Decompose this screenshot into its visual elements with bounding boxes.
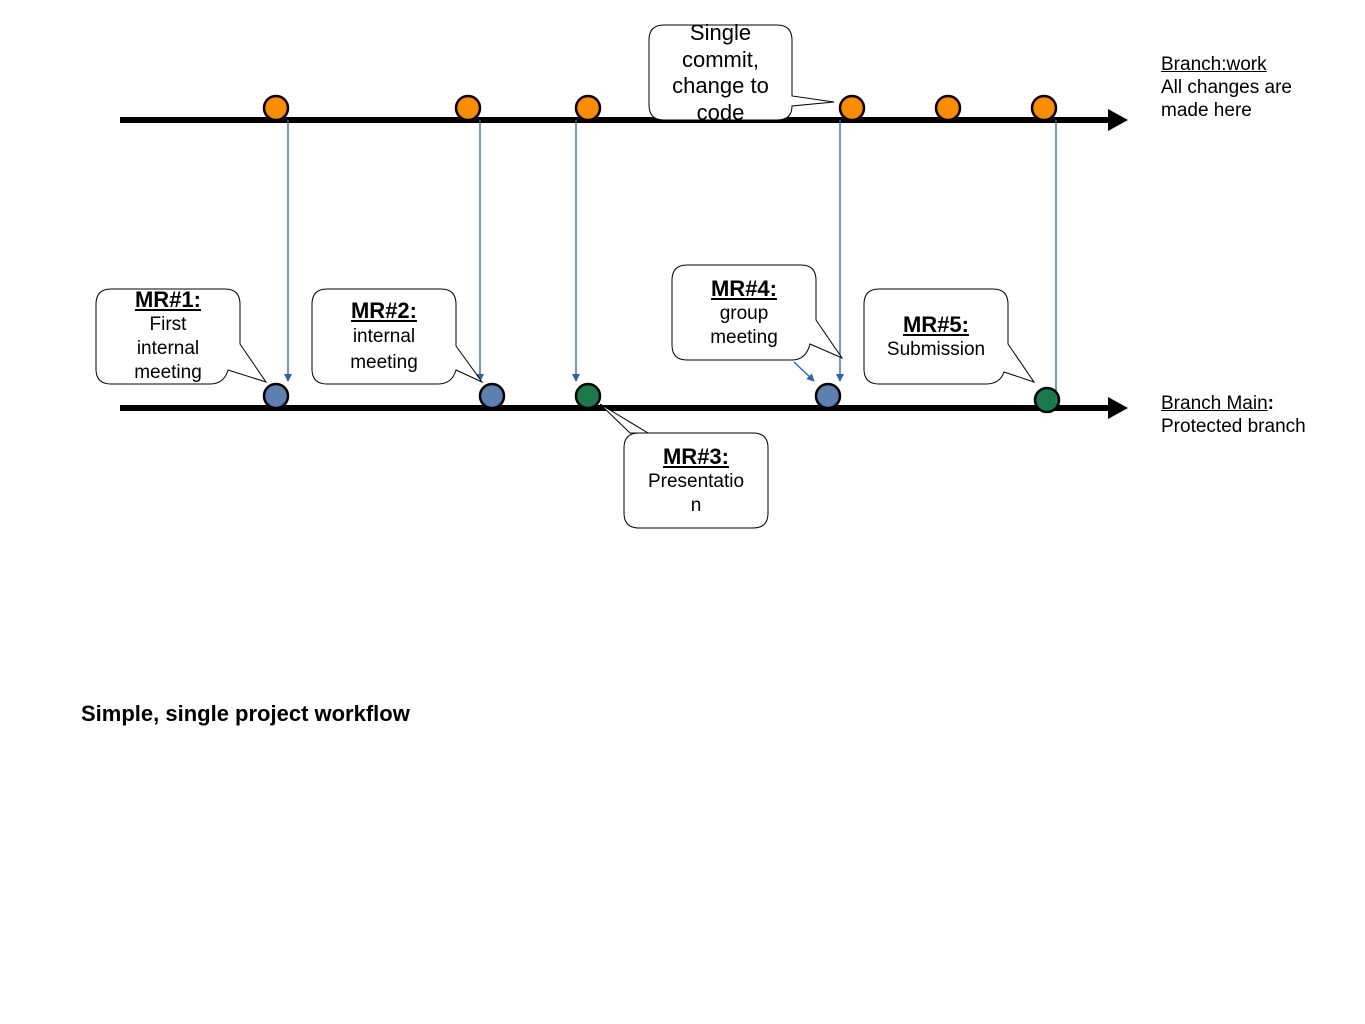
- callout-line: change to: [672, 73, 769, 98]
- mr5-title: MR#5:: [902, 312, 969, 337]
- callout-mr5: [863, 288, 1036, 385]
- mr1-title: MR#1:: [134, 287, 201, 312]
- mr3-title: MR#3:: [662, 444, 729, 469]
- callout-mr2: [311, 288, 484, 385]
- single-commit-callout-text: Single commit, change to code: [649, 20, 792, 126]
- callout-mr1: [95, 288, 268, 385]
- branch-main-name: Branch Main: [1161, 393, 1268, 414]
- branch-work-label: Branch:work All changes are made here: [1161, 53, 1292, 122]
- mr3-callout-text: MR#3: Presentatio n: [624, 444, 768, 518]
- work-commit: [934, 94, 962, 122]
- work-commit: [1030, 94, 1058, 122]
- work-commit: [454, 94, 482, 122]
- main-merge-commit: [262, 382, 290, 410]
- mr1-line: internal: [136, 337, 200, 359]
- main-release-commit: [574, 382, 602, 410]
- mr2-title: MR#2:: [350, 298, 417, 323]
- mr2-callout-text: MR#2: internal meeting: [312, 298, 456, 376]
- mr5-line: Submission: [886, 339, 986, 361]
- main-merge-commit: [814, 382, 842, 410]
- branch-work-description: made here: [1161, 100, 1252, 121]
- work-commit: [574, 94, 602, 122]
- mr1-line: First: [149, 314, 187, 336]
- mr4-line: meeting: [710, 327, 778, 349]
- main-merge-commit: [478, 382, 506, 410]
- mr3-line: n: [690, 495, 702, 517]
- callout-line: code: [696, 99, 745, 125]
- branch-work-description: All changes are: [1161, 77, 1292, 98]
- mr2-line: meeting: [350, 352, 418, 374]
- callout-line: commit,: [682, 46, 759, 72]
- merge-arrow: [793, 361, 815, 382]
- mr1-line: meeting: [134, 362, 202, 384]
- mr4-title: MR#4:: [710, 276, 777, 301]
- callout-mr3: [599, 403, 769, 529]
- main-release-commit: [1033, 386, 1061, 414]
- callout-single-commit: [648, 24, 835, 121]
- diagram-title: Simple, single project workflow: [81, 701, 410, 726]
- branch-main-description: Protected branch: [1161, 416, 1306, 437]
- callout-line: Single: [689, 20, 752, 45]
- branch-main-line: [120, 397, 1128, 419]
- mr5-callout-text: MR#5: Submission: [864, 312, 1008, 362]
- mr1-callout-text: MR#1: First internal meeting: [96, 287, 240, 385]
- branch-main-label: Branch Main: Protected branch: [1161, 392, 1306, 438]
- work-commit: [262, 94, 290, 122]
- callout-mr4: [671, 264, 844, 361]
- mr2-line: internal: [352, 326, 416, 348]
- mr4-callout-text: MR#4: group meeting: [672, 276, 816, 350]
- mr4-line: group: [719, 303, 769, 325]
- mr3-line: Presentatio: [647, 471, 745, 493]
- branch-main-colon: :: [1267, 393, 1274, 414]
- work-commit: [838, 94, 866, 122]
- branch-work-name: Branch:work: [1161, 54, 1267, 75]
